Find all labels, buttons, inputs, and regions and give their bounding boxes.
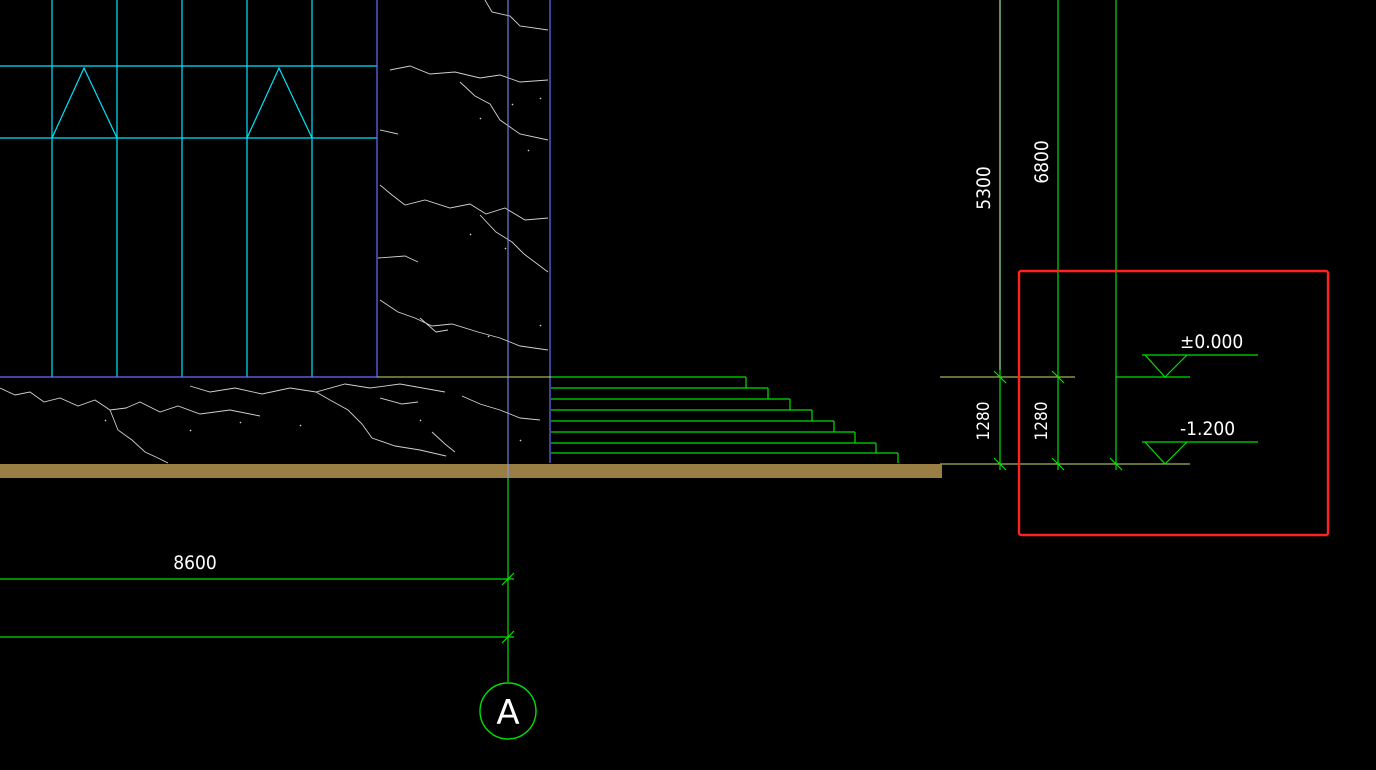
level-text-minus: -1.200 — [1180, 418, 1235, 440]
horizontal-dimension-lines — [0, 572, 515, 644]
dimension-text-6800: 6800 — [1031, 140, 1053, 184]
grid-axis-bubble: A — [479, 682, 537, 740]
level-marker-minus: -1.200 — [1142, 418, 1258, 465]
grid-axis-label: A — [496, 693, 519, 733]
ground-line — [0, 464, 942, 478]
window-opening-mark-2 — [246, 66, 313, 139]
dimension-text-1280-left: 1280 — [974, 402, 994, 441]
level-lines — [377, 376, 1190, 465]
dimension-text-5300: 5300 — [973, 166, 995, 210]
stone-texture — [0, 0, 549, 464]
highlight-box — [1017, 269, 1330, 537]
level-text-zero: ±0.000 — [1180, 331, 1243, 353]
stone-cladding-edges — [0, 0, 551, 463]
dimension-text-1280-right: 1280 — [1032, 402, 1052, 441]
entrance-stairs — [551, 376, 899, 463]
dimension-text-8600: 8600 — [173, 552, 217, 574]
curtain-wall-panels — [0, 0, 377, 377]
level-marker-0: ±0.000 — [1142, 331, 1258, 378]
vertical-dimension-lines — [993, 0, 1190, 471]
window-opening-mark-1 — [51, 66, 118, 139]
